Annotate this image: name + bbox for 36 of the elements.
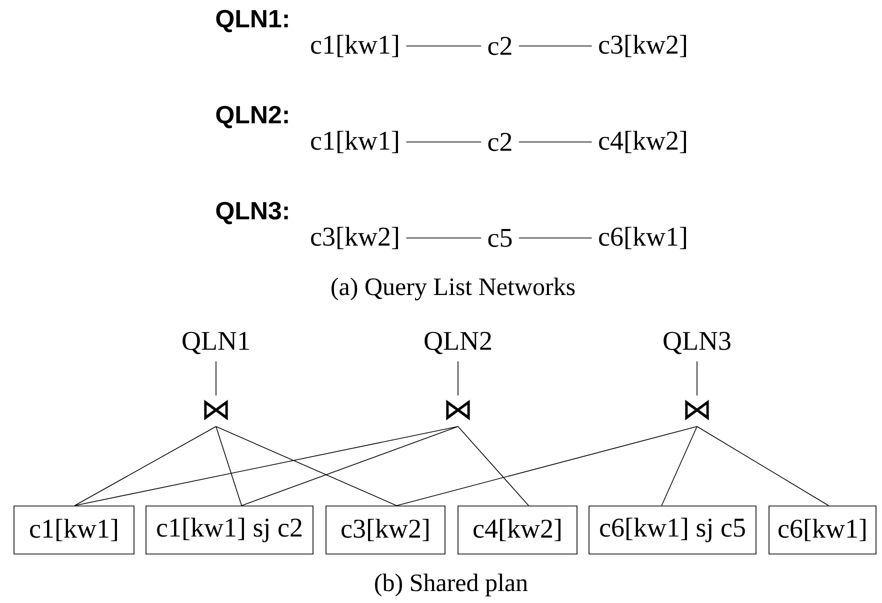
relation-box: c1[kw1] sj c2 xyxy=(146,506,314,554)
list-heading: QLN2: xyxy=(216,106,288,128)
connector-line xyxy=(74,426,216,506)
connector-line xyxy=(661,426,698,506)
relation-box: c4[kw2] xyxy=(458,506,578,554)
term-label: c1[kw1] xyxy=(311,130,398,154)
term-label: c6[kw1] xyxy=(599,226,686,250)
query-label: QLN3 xyxy=(664,332,730,354)
list-heading: QLN1: xyxy=(216,10,288,32)
connector-line xyxy=(241,426,458,506)
caption: (a) Query List Networks xyxy=(332,278,575,300)
term-label: c2 xyxy=(488,132,512,152)
term-label: c3[kw2] xyxy=(599,34,686,58)
relation-box: c1[kw1] xyxy=(14,506,134,554)
relation-box: c3[kw2] xyxy=(326,506,446,554)
term-label: c5 xyxy=(488,229,512,247)
connector-line xyxy=(74,426,458,506)
connector-line xyxy=(216,426,397,506)
join-symbol: ⋈ xyxy=(446,400,470,420)
connector-line xyxy=(696,426,829,506)
connector-line xyxy=(396,426,698,506)
query-label: QLN2 xyxy=(424,332,491,354)
relation-box: c6[kw1] sj c5 xyxy=(588,506,756,554)
join-symbol: ⋈ xyxy=(204,400,228,420)
connector-line xyxy=(458,426,529,506)
term-label: c3[kw2] xyxy=(311,226,398,250)
join-symbol: ⋈ xyxy=(685,400,709,420)
connector-line xyxy=(696,360,698,396)
list-heading: QLN3: xyxy=(216,202,288,224)
term-label: c4[kw2] xyxy=(599,130,686,154)
term-label: c1[kw1] xyxy=(311,34,398,58)
connector-line xyxy=(216,426,242,506)
query-label: QLN1 xyxy=(182,332,249,354)
caption: (b) Shared plan xyxy=(375,574,528,596)
relation-box: c6[kw1] xyxy=(768,506,876,554)
term-label: c2 xyxy=(488,36,512,56)
